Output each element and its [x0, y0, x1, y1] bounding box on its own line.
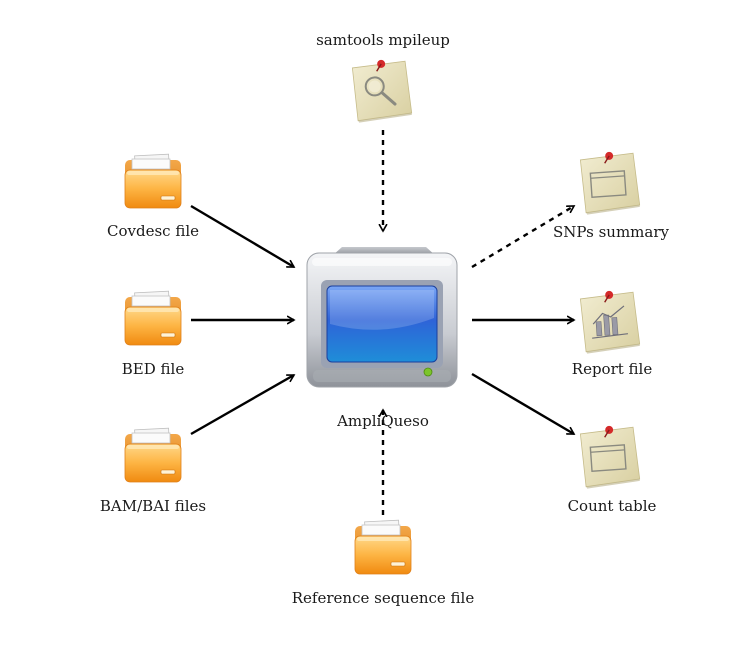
- folder-icon: [124, 153, 182, 209]
- input-label-bed: BED file: [121, 360, 185, 378]
- input-label-covdesc: Covdesc file: [106, 222, 200, 240]
- arrow-center-to-count: [471, 372, 576, 436]
- input-label-reference: Reference sequence file: [291, 589, 475, 607]
- document-note-icon: [579, 149, 641, 216]
- folder-icon: [354, 519, 412, 575]
- center-label: AmpliQueso: [337, 412, 429, 430]
- chart-note-icon: [579, 288, 641, 355]
- arrow-covdesc-to-center: [190, 204, 296, 269]
- tool-label: samtools mpileup: [316, 31, 450, 49]
- input-label-bam: BAM/BAI files: [99, 497, 207, 515]
- output-label-count: Count table: [567, 497, 657, 515]
- folder-icon: [124, 290, 182, 346]
- arrow-bam-to-center: [190, 373, 296, 436]
- output-label-snps: SNPs summary: [553, 223, 669, 241]
- folder-icon: [124, 427, 182, 483]
- magnifier-note-icon: [351, 57, 413, 124]
- output-label-report: Report file: [571, 360, 653, 378]
- computer-monitor-icon: [306, 247, 458, 388]
- document-note-icon: [579, 423, 641, 490]
